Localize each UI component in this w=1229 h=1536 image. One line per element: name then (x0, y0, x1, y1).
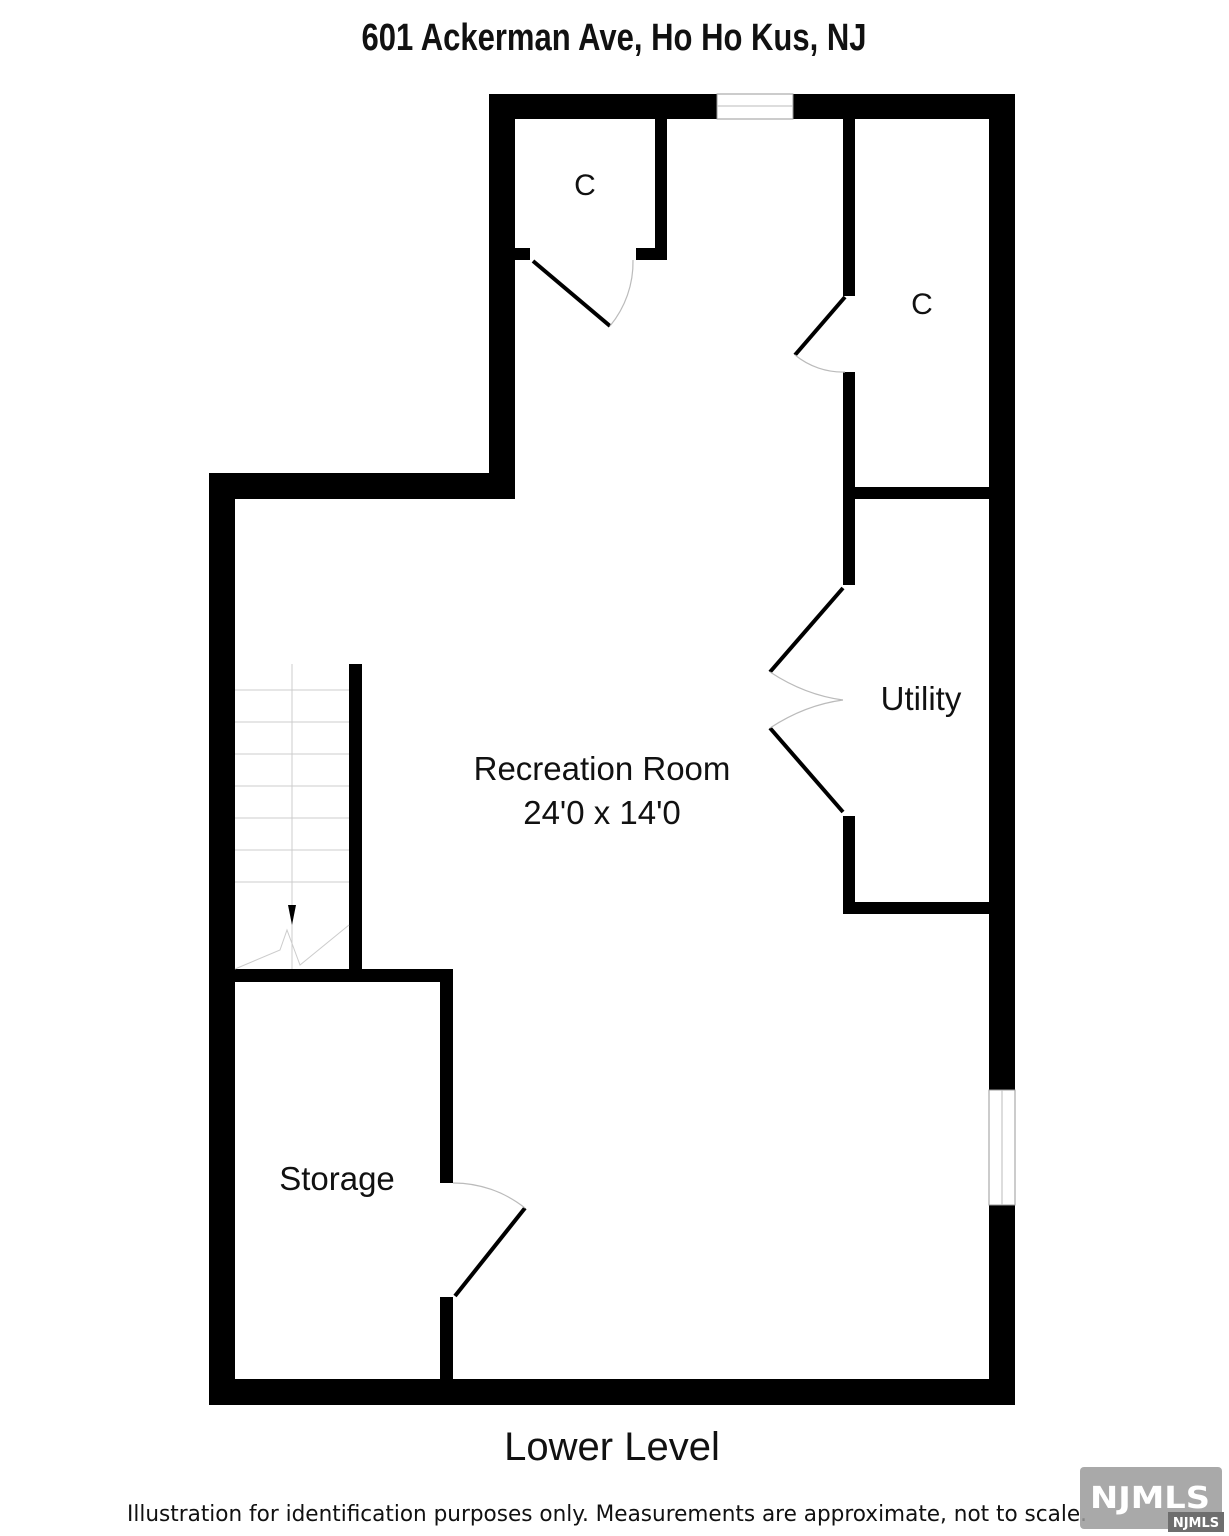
door-storage (452, 1182, 527, 1298)
exterior-walls (209, 94, 1015, 1405)
logo-small-text: NJMLS (1173, 1516, 1219, 1531)
room-dimensions-recreation: 24'0 x 14'0 (523, 794, 681, 831)
njmls-logo: NJMLS NJMLS (1080, 1467, 1224, 1532)
door-utility (768, 586, 845, 814)
logo-text: NJMLS (1090, 1481, 1210, 1516)
room-label-recreation: Recreation Room (474, 750, 731, 787)
staircase (234, 664, 350, 970)
door-left-closet (531, 259, 634, 328)
room-label-storage: Storage (279, 1160, 395, 1197)
plan-title: 601 Ackerman Ave, Ho Ho Kus, NJ (362, 17, 867, 59)
interior-walls (235, 94, 1015, 1405)
stair-arrow-icon (288, 905, 296, 925)
disclaimer-text: Illustration for identification purposes… (127, 1502, 1087, 1527)
level-label: Lower Level (504, 1425, 720, 1469)
room-label-closet-left: C (574, 169, 596, 202)
room-label-closet-right: C (911, 288, 933, 321)
door-right-closet (793, 295, 847, 373)
room-label-utility: Utility (881, 680, 962, 717)
